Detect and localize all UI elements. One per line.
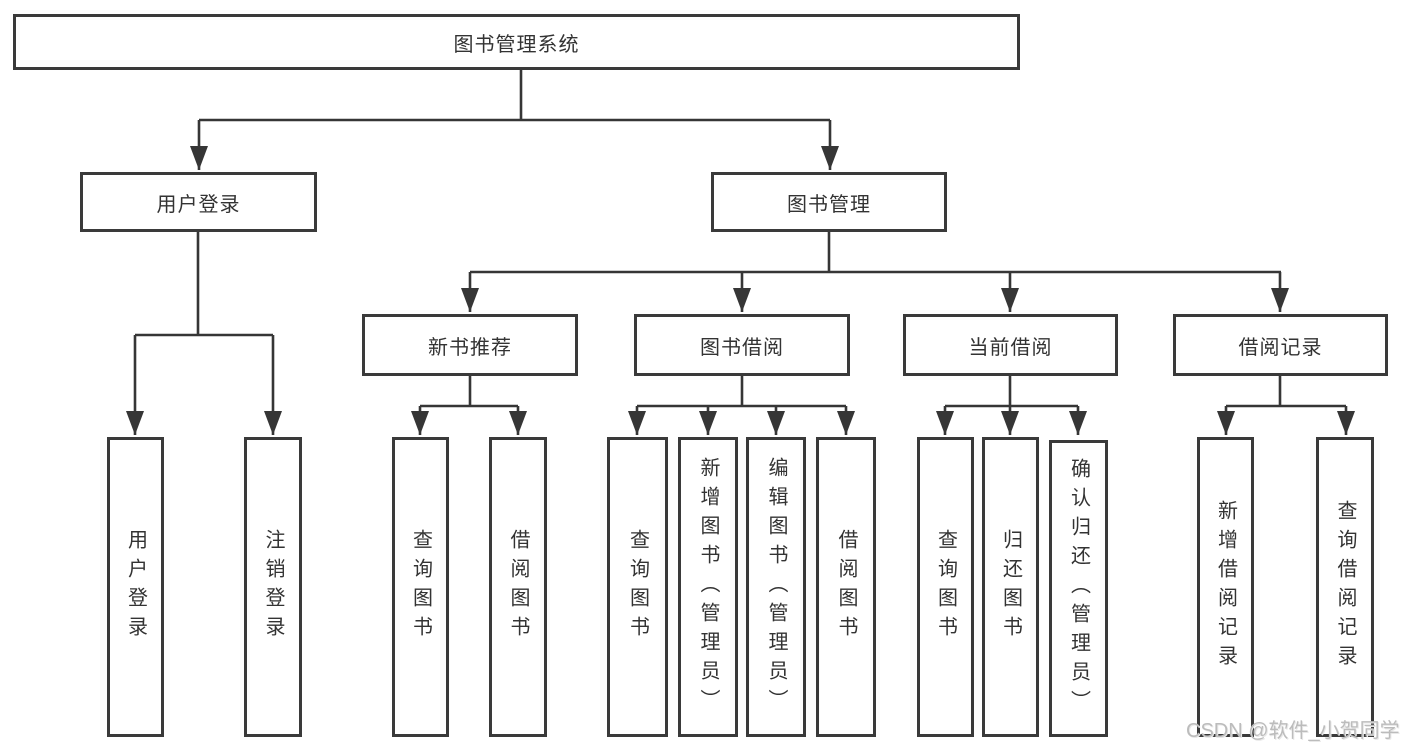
leaf-logout: 注销登录 — [244, 437, 302, 737]
leaf-confirm-return-admin-label: 确认归还（管理员） — [1067, 458, 1090, 719]
leaf-add-book-admin-label: 新增图书（管理员） — [697, 456, 719, 718]
leaf-borrow-books-recommend: 借阅图书 — [489, 437, 547, 737]
node-book-management: 图书管理 — [711, 172, 947, 232]
leaf-logout-label: 注销登录 — [262, 529, 284, 645]
leaf-edit-book-admin: 编辑图书（管理员） — [746, 437, 806, 737]
leaf-query-books-borrowing-label: 查询图书 — [626, 529, 649, 645]
node-library-system: 图书管理系统 — [13, 14, 1020, 70]
node-current-borrowing: 当前借阅 — [903, 314, 1118, 376]
leaf-add-borrow-record-label: 新增借阅记录 — [1214, 500, 1237, 674]
leaf-query-books-borrowing: 查询图书 — [607, 437, 668, 737]
leaf-query-books-recommend-label: 查询图书 — [409, 529, 432, 645]
leaf-return-book: 归还图书 — [982, 437, 1039, 737]
leaf-user-login-label: 用户登录 — [124, 529, 147, 645]
leaf-query-borrow-record-label: 查询借阅记录 — [1334, 500, 1356, 674]
leaf-add-borrow-record: 新增借阅记录 — [1197, 437, 1254, 737]
csdn-watermark: CSDN @软件_小贺同学 — [1186, 720, 1400, 742]
node-book-borrowing: 图书借阅 — [634, 314, 850, 376]
node-borrowing-records: 借阅记录 — [1173, 314, 1388, 376]
leaf-add-book-admin: 新增图书（管理员） — [678, 437, 738, 737]
leaf-borrow-books-recommend-label: 借阅图书 — [507, 529, 529, 645]
leaf-user-login: 用户登录 — [107, 437, 164, 737]
leaf-borrow-books-borrowing: 借阅图书 — [816, 437, 876, 737]
leaf-confirm-return-admin: 确认归还（管理员） — [1049, 440, 1108, 737]
leaf-query-books-recommend: 查询图书 — [392, 437, 449, 737]
leaf-query-books-current-label: 查询图书 — [934, 529, 957, 645]
leaf-query-books-current: 查询图书 — [917, 437, 974, 737]
leaf-return-book-label: 归还图书 — [999, 529, 1022, 645]
leaf-query-borrow-record: 查询借阅记录 — [1316, 437, 1374, 737]
node-user-login: 用户登录 — [80, 172, 317, 232]
leaf-edit-book-admin-label: 编辑图书（管理员） — [765, 456, 787, 718]
leaf-borrow-books-borrowing-label: 借阅图书 — [835, 529, 857, 645]
node-new-book-recommend: 新书推荐 — [362, 314, 578, 376]
